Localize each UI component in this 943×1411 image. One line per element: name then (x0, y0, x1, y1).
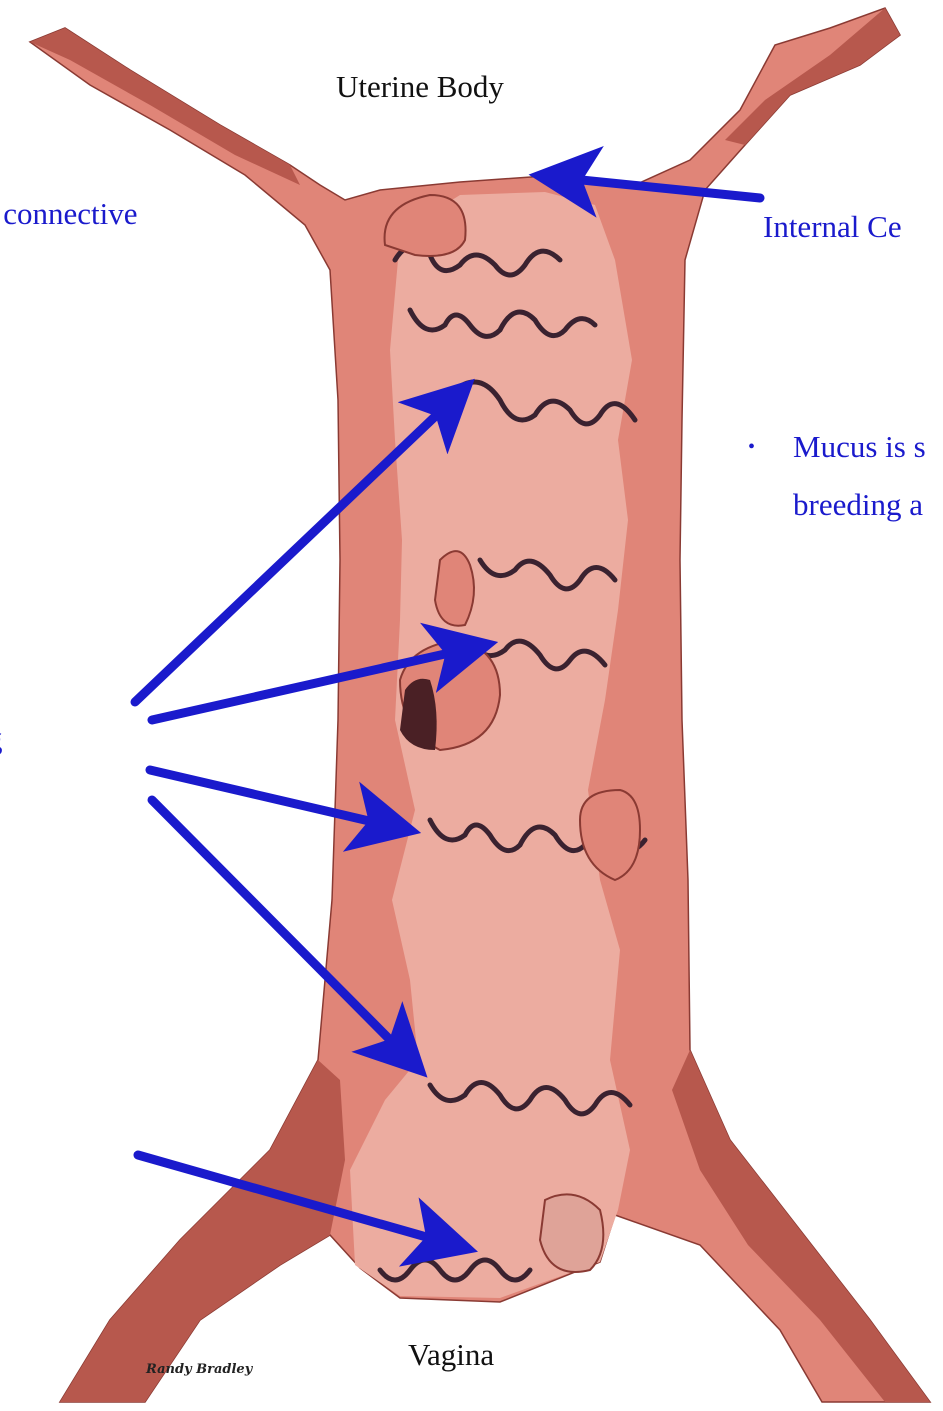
tissue-bulge-left-upper (435, 551, 474, 626)
horn-shadow-left (30, 28, 300, 185)
rings-label-fragment: g (0, 720, 3, 757)
cervix-wall-shadow-left (60, 1060, 345, 1402)
uterine-body-label: Uterine Body (336, 68, 504, 105)
internal-cervix-label: Internal Ce (763, 208, 902, 245)
horn-shadow-right (725, 8, 900, 145)
bullet-line-1: Mucus is s (793, 418, 926, 476)
vagina-label: Vagina (408, 1336, 494, 1373)
artist-signature: Randy Bradley (146, 1362, 252, 1377)
connective-tissue-label: k connective (0, 195, 138, 232)
bullet-dot-icon: • (748, 418, 755, 476)
tissue-bulge-bottom-right (540, 1194, 603, 1272)
bullet-line-2: breeding a (793, 476, 923, 534)
